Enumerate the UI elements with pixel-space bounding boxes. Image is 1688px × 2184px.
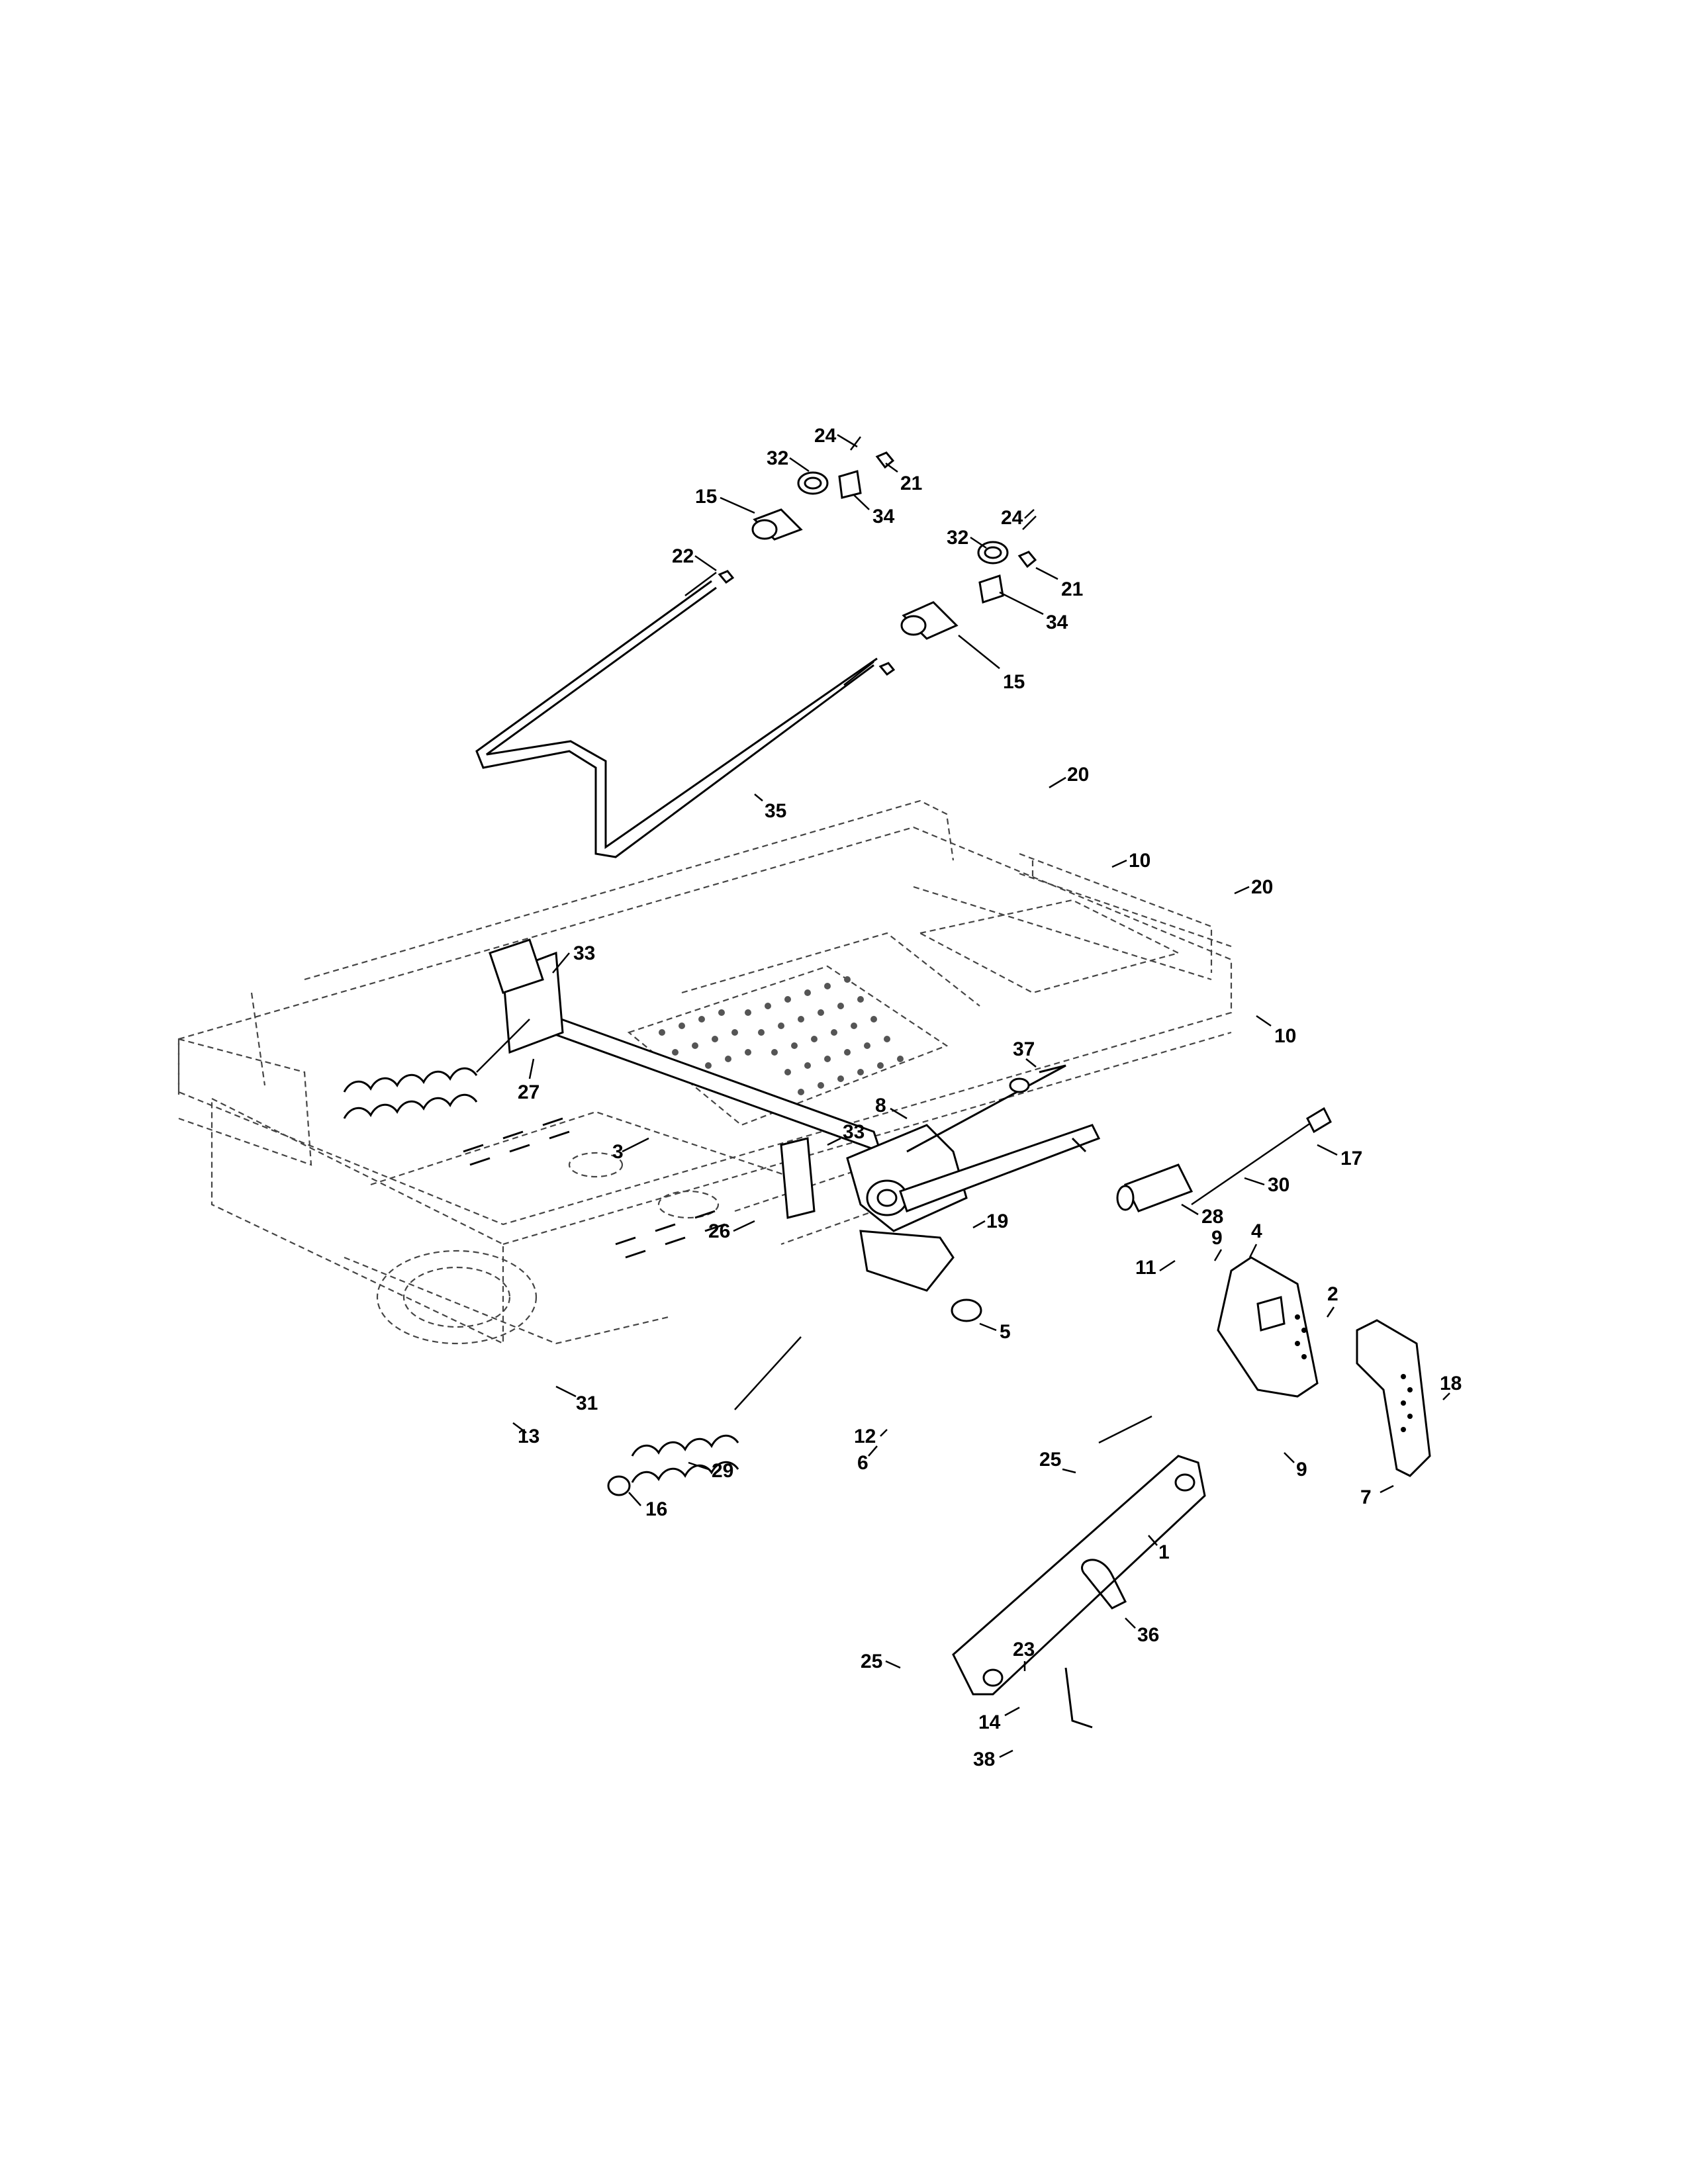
callout-29: 29 [712, 1460, 733, 1482]
callout-36: 36 [1137, 1624, 1159, 1646]
pivot-assembly-right [878, 516, 1037, 676]
spring-left [343, 1019, 530, 1119]
callout-33b: 33 [843, 1121, 865, 1143]
rod-37 [906, 1064, 1066, 1153]
callout-9b: 9 [1296, 1459, 1307, 1480]
callout-31: 31 [576, 1392, 598, 1414]
callout-28: 28 [1201, 1206, 1223, 1228]
callout-15b: 15 [1003, 671, 1025, 693]
bracket-7 [1356, 1319, 1431, 1477]
callout-15a: 15 [695, 486, 717, 508]
callout-25b: 25 [861, 1651, 882, 1672]
callout-8: 8 [875, 1095, 886, 1116]
callout-1: 1 [1158, 1541, 1170, 1563]
callout-19: 19 [986, 1210, 1008, 1232]
callout-22: 22 [672, 545, 694, 567]
spring-bottom [607, 1336, 802, 1496]
callout-leaders [512, 433, 1450, 1758]
callout-20a: 20 [1067, 764, 1089, 786]
main-shaft [489, 938, 1101, 1322]
callout-21a: 21 [900, 473, 922, 494]
callout-34a: 34 [872, 506, 895, 527]
callout-14: 14 [978, 1711, 1001, 1733]
callout-5: 5 [1000, 1321, 1011, 1343]
callout-26: 26 [708, 1220, 730, 1242]
grill-pattern [463, 976, 904, 1259]
callout-4: 4 [1251, 1220, 1262, 1242]
bracket-4 [1217, 1256, 1319, 1398]
callout-32a: 32 [767, 447, 788, 469]
callout-35: 35 [765, 800, 786, 822]
callout-30: 30 [1268, 1174, 1289, 1196]
callout-11: 11 [1135, 1257, 1156, 1279]
callout-33a: 33 [573, 942, 595, 964]
lever-arm [952, 1415, 1206, 1696]
callout-6: 6 [857, 1452, 868, 1474]
callout-18: 18 [1440, 1373, 1462, 1394]
callout-34b: 34 [1046, 612, 1068, 633]
callout-37: 37 [1013, 1038, 1035, 1060]
callout-2: 2 [1327, 1283, 1338, 1305]
rod-36 [1064, 1559, 1127, 1729]
callout-25a: 25 [1039, 1449, 1061, 1471]
callout-10a: 10 [1129, 850, 1150, 872]
callout-24b: 24 [1001, 507, 1023, 529]
callout-23: 23 [1013, 1639, 1035, 1661]
callout-16: 16 [645, 1498, 667, 1520]
pivot-assembly-left [718, 436, 895, 584]
callout-20b: 20 [1251, 876, 1273, 898]
threaded-rod [1071, 1107, 1332, 1212]
callout-27: 27 [518, 1081, 539, 1103]
callout-38: 38 [973, 1749, 995, 1770]
callout-7: 7 [1360, 1486, 1372, 1508]
callout-24a: 24 [814, 425, 837, 447]
callout-12: 12 [854, 1426, 876, 1447]
callout-10b: 10 [1274, 1025, 1296, 1047]
callout-17: 17 [1340, 1148, 1362, 1169]
callout-3: 3 [612, 1141, 624, 1163]
callout-9a: 9 [1211, 1227, 1223, 1249]
callout-21b: 21 [1061, 578, 1083, 600]
lift-handle-rod [475, 571, 878, 858]
callout-labels: 24 32 21 15 34 22 24 32 21 34 15 35 20 1… [518, 425, 1462, 1770]
callout-32b: 32 [947, 527, 968, 549]
callout-13: 13 [518, 1426, 539, 1447]
